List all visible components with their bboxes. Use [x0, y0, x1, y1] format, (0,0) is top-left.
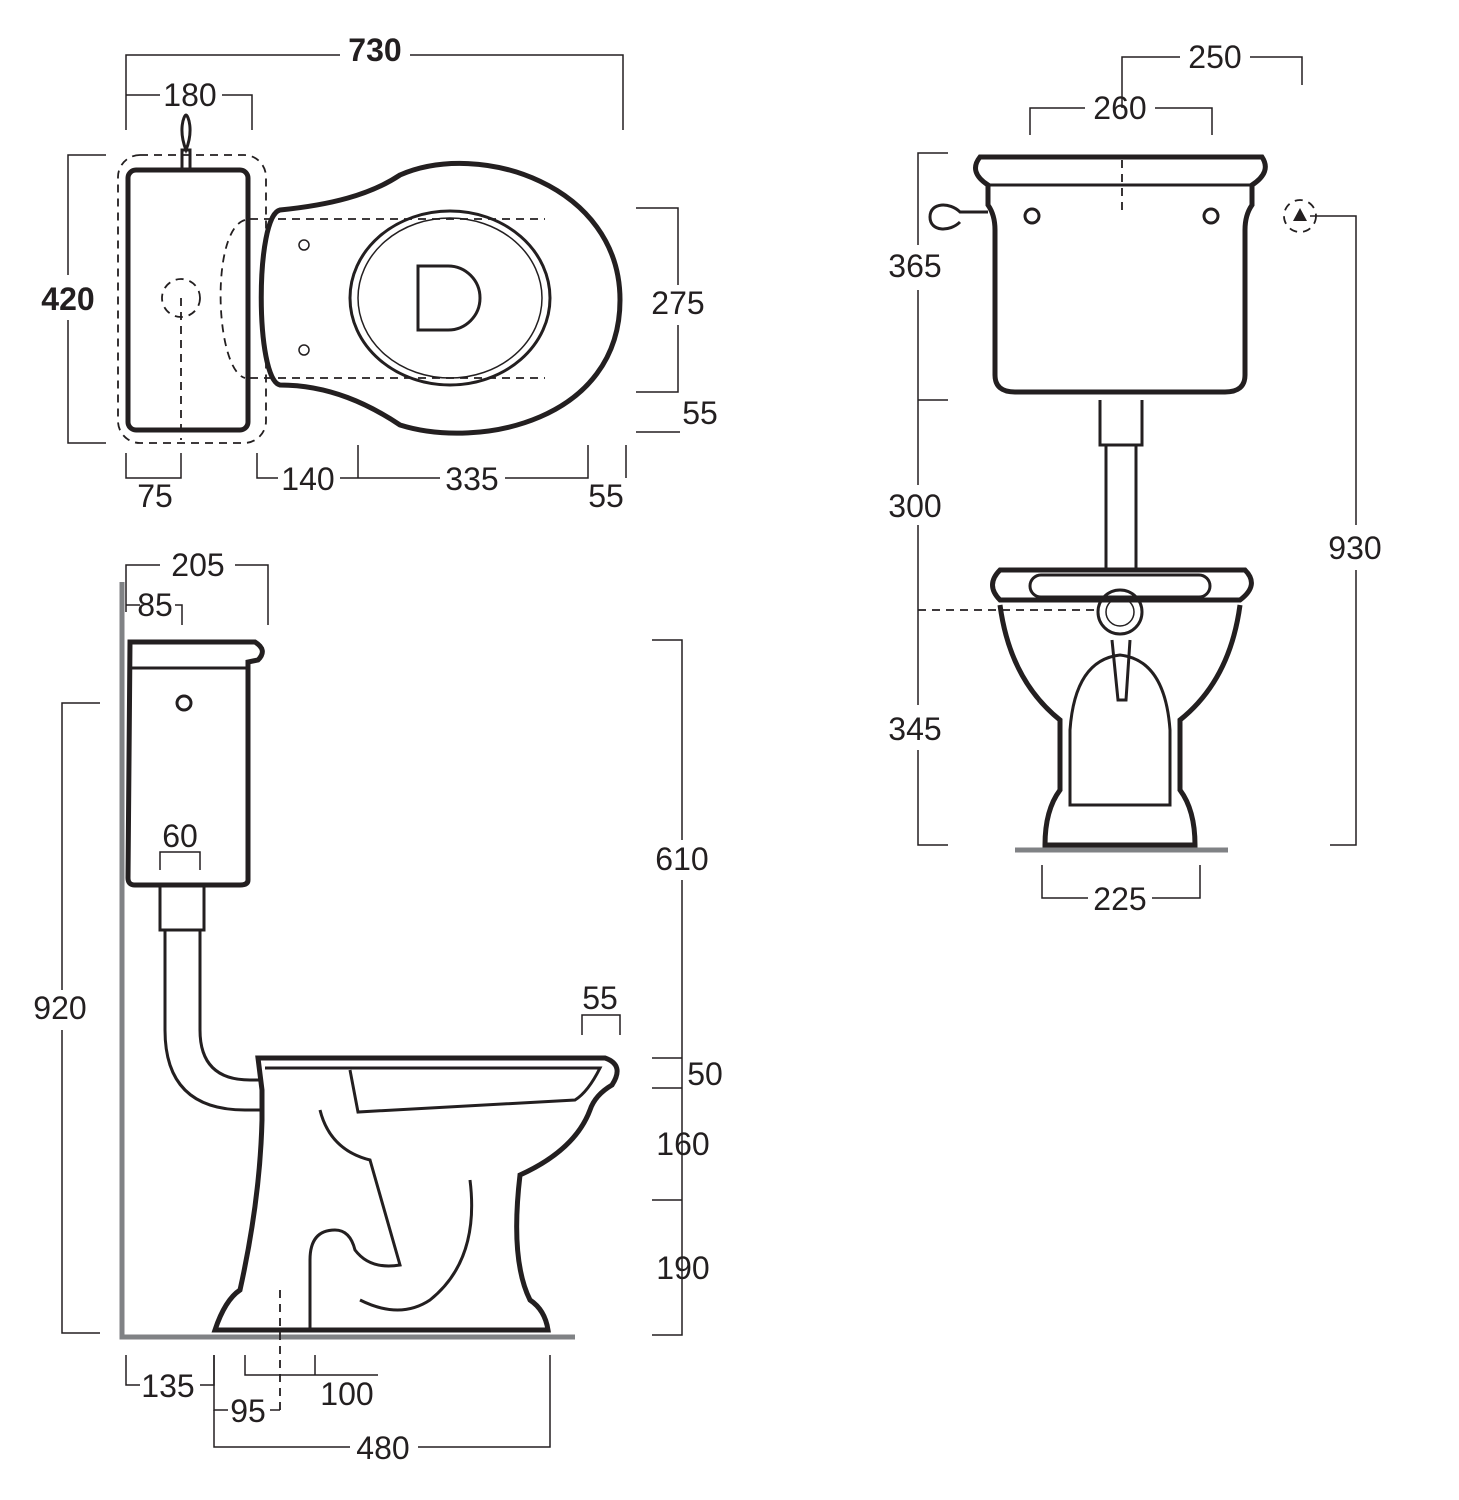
- dim-outlet-height: 190: [656, 1250, 709, 1286]
- dim-bowl-depth: 160: [656, 1126, 709, 1162]
- bowl-outlet: [416, 264, 482, 332]
- cistern-top: [125, 167, 251, 433]
- dim-tank-fixings: 260: [1093, 90, 1146, 126]
- dim-outlet-offset: 75: [137, 478, 173, 514]
- dim-bowl-width: 275: [651, 285, 704, 321]
- bowl-rim: [348, 209, 552, 387]
- dim-tank-offset: 180: [163, 77, 216, 113]
- dim-wall-to-waste: 95: [230, 1393, 266, 1429]
- lever-handle-icon: [180, 113, 192, 172]
- dim-pan-height: 345: [888, 711, 941, 747]
- dim-outlet-diameter: 60: [162, 818, 198, 854]
- dim-pan-start: 140: [281, 461, 334, 497]
- lever-icon: [928, 203, 988, 231]
- dim-waste-width: 100: [320, 1376, 373, 1412]
- top-view: 730 180 420 275 55 75 140 335 55: [41, 32, 717, 514]
- wall-floor-line: [119, 582, 575, 1340]
- tank-outline-hidden: [117, 154, 267, 444]
- dim-fixing-center: 250: [1188, 39, 1241, 75]
- dim-fixing-height: 920: [33, 990, 86, 1026]
- dim-tank-bottom-height: 610: [655, 841, 708, 877]
- cistern-front: [973, 154, 1268, 395]
- dim-pipe-height: 300: [888, 488, 941, 524]
- dim-tank-height: 365: [888, 248, 941, 284]
- flush-pipe: [1098, 400, 1144, 590]
- pan-rim-front: [990, 567, 1254, 603]
- cistern-side: [125, 639, 265, 888]
- dim-rim-lip: 55: [582, 980, 618, 1016]
- dim-tank-projection: 205: [171, 547, 224, 583]
- dim-rim-offset: 55: [682, 395, 718, 431]
- dim-pan-projection: 480: [356, 1430, 409, 1466]
- side-view: 205 85 60 610 920 55 50 160 190 135 100 …: [33, 547, 722, 1466]
- dim-rim-thickness: 50: [687, 1056, 723, 1092]
- pan-top: [258, 160, 623, 436]
- dim-pan-mid: 335: [445, 461, 498, 497]
- front-view: 250 260 365 300 930 345 225: [888, 39, 1381, 917]
- dim-overall-height: 930: [1328, 530, 1381, 566]
- dim-overall-width: 420: [41, 281, 94, 317]
- dim-overall-length: 730: [348, 32, 401, 68]
- dim-tank-wall-gap: 85: [137, 587, 173, 623]
- pan-front: [997, 604, 1243, 848]
- pan-side: [211, 1055, 620, 1333]
- dim-pan-end: 55: [588, 478, 624, 514]
- dim-wall-to-base: 135: [141, 1368, 194, 1404]
- flush-pipe-side: [163, 930, 290, 1112]
- dim-base-width: 225: [1093, 881, 1146, 917]
